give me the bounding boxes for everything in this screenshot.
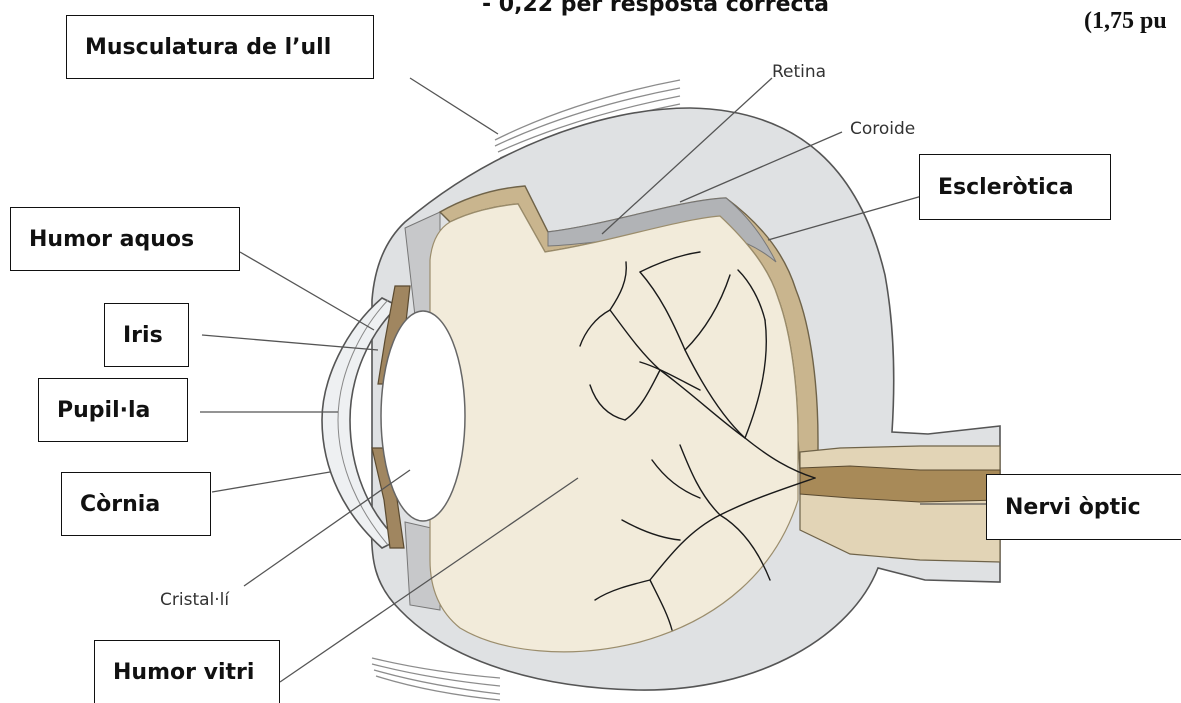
label-pupilla: Pupil·la (38, 378, 188, 442)
label-iris-text: Iris (123, 323, 163, 348)
label-nervi-optic: Nervi òptic (986, 474, 1181, 540)
label-humor-vitri-text: Humor vitri (113, 660, 254, 685)
label-coroide: Coroide (850, 119, 915, 139)
label-musculatura-text: Musculatura de l’ull (85, 35, 331, 60)
label-pupilla-text: Pupil·la (57, 398, 150, 423)
label-iris: Iris (104, 303, 189, 367)
label-humor-vitri: Humor vitri (94, 640, 280, 703)
label-musculatura: Musculatura de l’ull (66, 15, 374, 79)
vitreous (430, 204, 798, 652)
optic-nerve-core (800, 466, 1000, 502)
label-humor-aquos: Humor aquos (10, 207, 240, 271)
label-cornia-text: Còrnia (80, 492, 160, 517)
label-nervi-optic-text: Nervi òptic (1005, 495, 1141, 520)
label-esclerotica: Escleròtica (919, 154, 1111, 220)
label-esclerotica-text: Escleròtica (938, 175, 1074, 200)
label-retina: Retina (772, 62, 826, 82)
label-cornia: Còrnia (61, 472, 211, 536)
lens (381, 311, 465, 521)
label-cristalli: Cristal·lí (160, 590, 229, 610)
label-humor-aquos-text: Humor aquos (29, 227, 194, 252)
